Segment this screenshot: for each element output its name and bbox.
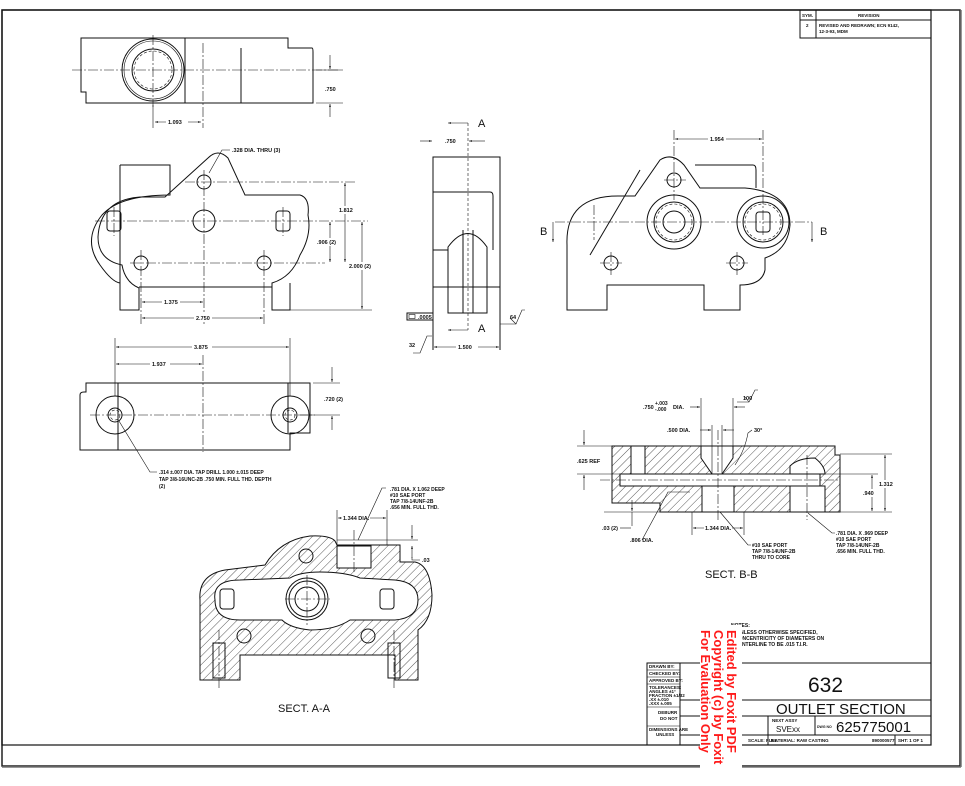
top-view: 1.093 .750 xyxy=(72,35,343,128)
flatness-tolerance: .0005 xyxy=(418,315,432,321)
port-note-bb-a-2: TAP 7/8-14UNF-2B xyxy=(752,549,796,555)
drawing-border xyxy=(1,9,932,746)
revision-row-text-1: REVISED AND REDRAWN; ECN 9142, xyxy=(819,23,899,28)
approved-by-label: APPROVED BY: xyxy=(649,678,683,683)
revision-sym-header: SYM. xyxy=(802,13,813,18)
dim-750-side: .750 xyxy=(445,139,456,145)
dim-1812: 1.812 xyxy=(339,208,353,214)
dim-940: .940 xyxy=(863,491,874,497)
dim-806-dia: .806 DIA. xyxy=(630,538,654,544)
watermark-line-3: For Evaluation Only xyxy=(698,630,713,754)
dim-3875: 3.875 xyxy=(194,345,208,351)
port-note-aa-1: .781 DIA. X 1.062 DEEP xyxy=(390,487,445,493)
material-label: MATERIAL: RAW CASTING xyxy=(771,738,829,743)
sheet-number: SHT: 1 OF 1 xyxy=(898,738,924,743)
tolerances-4: .XX ±.010 xyxy=(649,697,669,702)
dim-720: .720 (2) xyxy=(324,397,343,403)
dim-03-bb: .03 (2) xyxy=(602,526,618,532)
dim-750-tol-minus: -.000 xyxy=(655,407,667,413)
dim-750-top: .750 xyxy=(325,87,336,93)
port-note-bb-b-3: TAP 7/8-14UNF-2B xyxy=(836,543,880,549)
dim-500-dia: .500 DIA. xyxy=(667,428,691,434)
dimensions-1: DIMENSIONS ARE xyxy=(649,727,688,732)
port-note-aa-3: TAP 7/8-14UNF-2B xyxy=(390,499,434,505)
surface-finish-32: 32 xyxy=(409,343,415,349)
rear-view: 1.954 B B xyxy=(540,130,827,311)
front-view: .328 DIA. THRU (3) 1.812 .906 (2) 2.000 … xyxy=(91,148,378,325)
tolerances-5: .XXX ±.005 xyxy=(649,701,672,706)
watermark-line-2: Copyright (c) by Foxit xyxy=(711,630,726,765)
side-view: A A .750 .0005 32 64 1.500 xyxy=(406,118,525,354)
scale-label: SCALE: FULL xyxy=(748,738,778,743)
dim-1344-aa: 1.344 DIA. xyxy=(343,516,370,522)
tap-note-line-3: (2) xyxy=(159,484,165,490)
bottom-view: 3.875 1.937 .720 (2) .314 ±.007 DIA. TAP… xyxy=(79,338,343,490)
surface-finish-100: 100 xyxy=(743,396,752,402)
drawing-number: 625775001 xyxy=(836,719,911,736)
next-assy-value: SVExx xyxy=(776,725,800,734)
section-mark-a-top: A xyxy=(478,118,486,130)
drawing-description: OUTLET SECTION xyxy=(776,701,906,718)
dim-2000: 2.000 (2) xyxy=(349,264,371,270)
front-hole-note: .328 DIA. THRU (3) xyxy=(232,148,280,154)
port-note-aa-2: #10 SAE PORT xyxy=(390,493,425,499)
dim-1312: 1.312 xyxy=(879,482,893,488)
section-b-b-label: SECT. B-B xyxy=(705,569,758,581)
section-a-a-label: SECT. A-A xyxy=(278,703,331,715)
dim-1375: 1.375 xyxy=(164,300,178,306)
notes-line-2: CONCENTRICITY OF DIAMETERS ON xyxy=(735,636,824,642)
dimensions-2: UNLESS xyxy=(656,732,674,737)
dim-1500: 1.500 xyxy=(458,345,472,351)
dim-1093: 1.093 xyxy=(168,120,182,126)
watermark-line-1: Edited by Foxit PDF xyxy=(724,630,739,753)
dim-625-ref: .625 REF xyxy=(577,459,601,465)
dim-750-suffix: DIA. xyxy=(673,405,684,411)
tolerances-1: TOLERANCES: xyxy=(649,685,682,690)
revision-header: REVISION xyxy=(858,13,880,18)
tolerances-2: ANGLES ±1° xyxy=(649,689,676,694)
section-mark-b-left: B xyxy=(540,226,547,238)
notes-line-1: 1. UNLESS OTHERWISE SPECIFIED, xyxy=(731,630,818,636)
port-note-bb-a-1: #10 SAE PORT xyxy=(752,543,787,549)
page-border xyxy=(1,9,961,767)
port-note-aa-4: .656 MIN. FULL THD. xyxy=(390,505,439,511)
port-note-bb-a-3: THRU TO CORE xyxy=(752,555,791,561)
checked-by-label: CHECKED BY: xyxy=(649,671,680,676)
deburr-1: DEBURR xyxy=(658,710,678,715)
dim-1344-bb: 1.344 DIA. xyxy=(705,526,732,532)
section-b-b: .625 REF 1.312 .940 .750 +.003 -.000 DIA… xyxy=(577,389,894,581)
drawn-by-label: DRAWN BY: xyxy=(649,664,675,669)
dim-750-bb: .750 xyxy=(643,405,654,411)
notes-line-3: CENTERLINE TO BE .015 T.I.R. xyxy=(735,642,808,648)
tap-note-line-2: TAP 3/8-16UNC-2B .750 MIN. FULL THD. DEP… xyxy=(159,477,272,483)
port-note-bb-b-4: .656 MIN. FULL THD. xyxy=(836,549,885,555)
revision-row-sym: 2 xyxy=(806,23,809,28)
title-block: DRAWN BY: CHECKED BY: APPROVED BY: TOLER… xyxy=(646,662,932,746)
tolerances-3: FRACTION ±1/32 xyxy=(649,693,685,698)
angle-30: 30° xyxy=(754,428,762,434)
file-code: 890000577 xyxy=(872,738,895,743)
part-number-title: 632 xyxy=(808,674,843,697)
dim-2750: 2.750 xyxy=(196,316,210,322)
surface-finish-64: 64 xyxy=(510,315,517,321)
port-note-bb-b-1: .781 DIA. X .969 DEEP xyxy=(836,531,889,537)
port-note-bb-b-2: #10 SAE PORT xyxy=(836,537,871,543)
dim-1954: 1.954 xyxy=(710,137,725,143)
next-assy-label: NEXT ASSY xyxy=(772,718,797,723)
foxit-watermark: Edited by Foxit PDF Copyright (c) by Fox… xyxy=(698,625,742,786)
revision-block: SYM. REVISION 2 REVISED AND REDRAWN; ECN… xyxy=(799,9,932,39)
revision-row-text-2: 12-3-93, MDM xyxy=(819,29,848,34)
section-a-a: 1.344 DIA. .03 .781 DIA. X 1.062 DEEP #1… xyxy=(199,487,445,715)
dim-750-tol-plus: +.003 xyxy=(655,401,668,407)
tap-note-line-1: .314 ±.007 DIA. TAP DRILL 1.000 ±.015 DE… xyxy=(159,470,264,476)
dim-03-aa: .03 xyxy=(422,558,430,564)
dim-1937: 1.937 xyxy=(152,362,166,368)
section-mark-b-right: B xyxy=(820,226,827,238)
deburr-2: DO NOT xyxy=(660,716,678,721)
dwg-no-label: DWG NO xyxy=(817,725,832,729)
dim-906: .906 (2) xyxy=(317,240,336,246)
section-mark-a-bottom: A xyxy=(478,323,486,335)
